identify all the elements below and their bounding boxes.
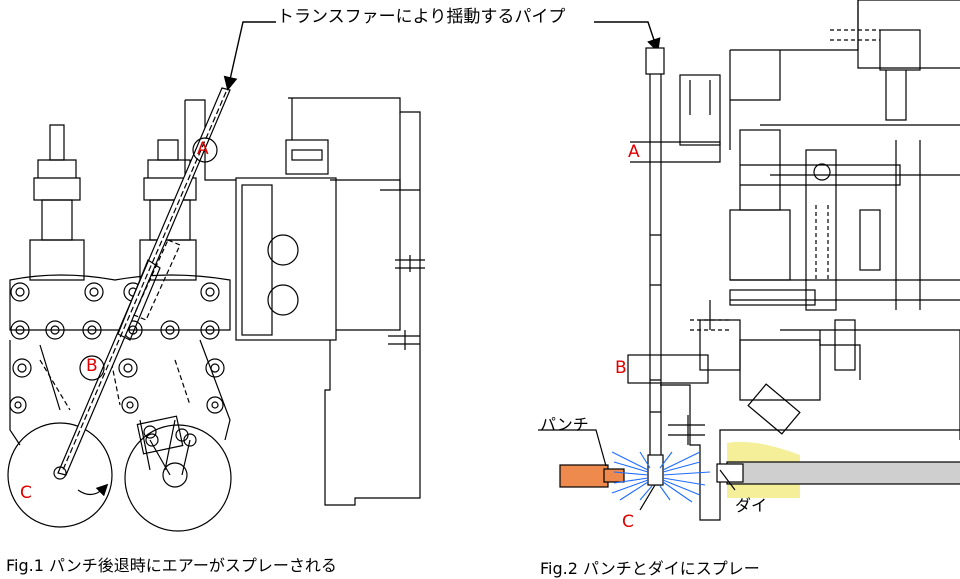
fig2-drawing bbox=[627, 0, 960, 521]
fig1-marker-b: B bbox=[86, 356, 98, 376]
fig1-caption: Fig.1 パンチ後退時にエアーがスプレーされる bbox=[6, 556, 337, 575]
fig2-marker-b: B bbox=[615, 358, 627, 378]
die-label: ダイ bbox=[735, 496, 768, 515]
fig2-marker-c: C bbox=[622, 512, 634, 532]
fig1-marker-c: C bbox=[20, 483, 32, 503]
punch-label: パンチ bbox=[540, 415, 589, 434]
fig2-marker-a: A bbox=[628, 142, 640, 162]
fig1-marker-a: A bbox=[197, 139, 209, 159]
spray-zone bbox=[538, 429, 960, 511]
pipe-title: トランスファーにより揺動するパイプ bbox=[277, 7, 566, 27]
fig2-caption: Fig.2 パンチとダイにスプレー bbox=[540, 559, 760, 578]
fig1-drawing bbox=[7, 87, 425, 532]
